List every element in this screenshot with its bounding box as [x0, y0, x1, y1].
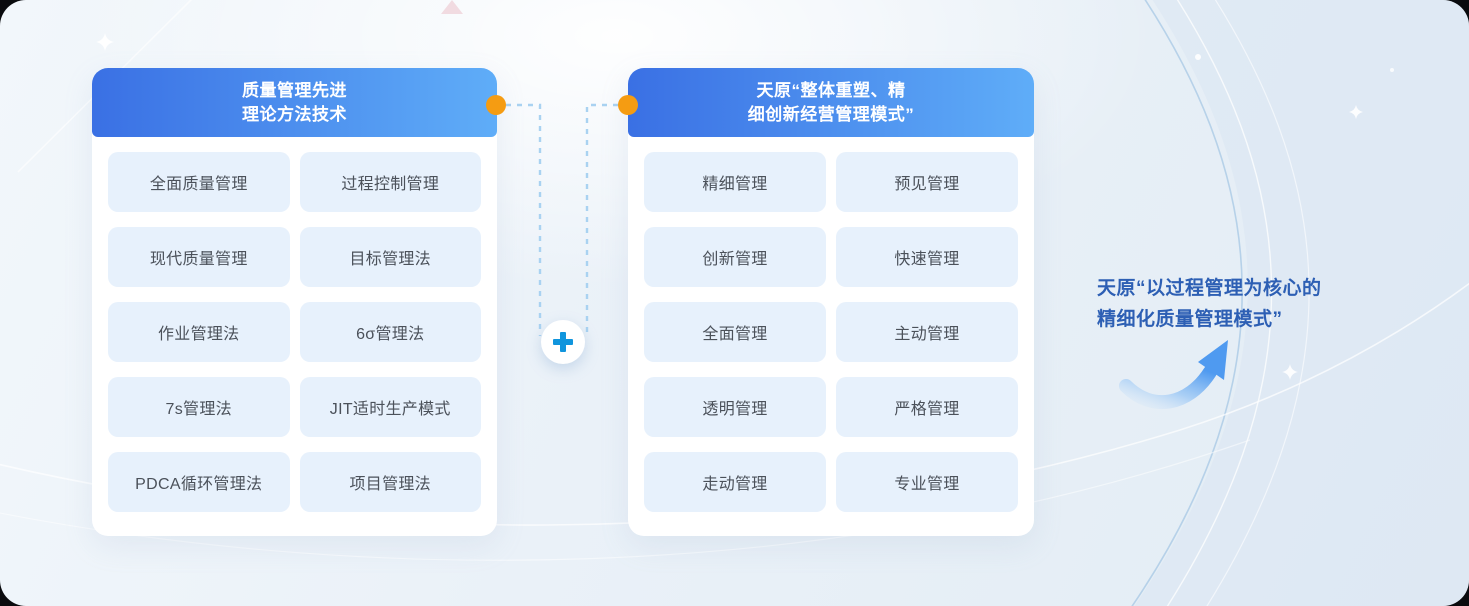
- theory-item-cell: 项目管理法: [299, 452, 481, 512]
- mode-panel: 天原“整体重塑、精 细创新经营管理模式” 精细管理 预见管理 创新管理 快速管理…: [628, 68, 1034, 536]
- mode-item-cell: 专业管理: [836, 452, 1018, 512]
- mode-item-cell: 快速管理: [836, 227, 1018, 287]
- mode-panel-grid: 精细管理 预见管理 创新管理 快速管理 全面管理 主动管理 透明管理 严格管理 …: [628, 137, 1034, 536]
- result-caption: 天原“以过程管理为核心的 精细化质量管理模式”: [1097, 273, 1377, 335]
- mode-item-cell: 精细管理: [644, 152, 826, 212]
- mode-item-cell: 透明管理: [644, 377, 826, 437]
- connector-dot-right: [618, 95, 638, 115]
- theory-item-cell: 过程控制管理: [299, 152, 481, 212]
- mode-item-cell: 创新管理: [644, 227, 826, 287]
- theory-item-cell: 7s管理法: [108, 377, 290, 437]
- result-caption-line1: 天原“以过程管理为核心的: [1097, 278, 1322, 299]
- theory-panel-grid: 全面质量管理 过程控制管理 现代质量管理 目标管理法 作业管理法 6σ管理法 7…: [92, 137, 497, 536]
- mode-item-cell: 主动管理: [836, 302, 1018, 362]
- theory-panel: 质量管理先进 理论方法技术 全面质量管理 过程控制管理 现代质量管理 目标管理法…: [92, 68, 497, 536]
- theory-panel-header: 质量管理先进 理论方法技术: [92, 68, 497, 137]
- theory-item-cell: 作业管理法: [108, 302, 290, 362]
- theory-item-cell: JIT适时生产模式: [299, 377, 481, 437]
- mode-item-cell: 全面管理: [644, 302, 826, 362]
- theory-item-cell: 全面质量管理: [108, 152, 290, 212]
- theory-item-cell: PDCA循环管理法: [108, 452, 290, 512]
- mode-panel-title-line1: 天原“整体重塑、精: [756, 80, 906, 100]
- mode-panel-header: 天原“整体重塑、精 细创新经营管理模式”: [628, 68, 1034, 137]
- theory-item-cell: 6σ管理法: [299, 302, 481, 362]
- theory-panel-title-line2: 理论方法技术: [242, 104, 347, 124]
- curved-arrow-icon: [1116, 328, 1252, 420]
- theory-panel-title-line1: 质量管理先进: [242, 80, 347, 100]
- theory-item-cell: 目标管理法: [299, 227, 481, 287]
- connector-dot-left: [486, 95, 506, 115]
- theory-item-cell: 现代质量管理: [108, 227, 290, 287]
- result-caption-line2: 精细化质量管理模式”: [1097, 309, 1283, 330]
- mode-panel-title-line2: 细创新经营管理模式”: [747, 104, 915, 124]
- plus-icon: [541, 320, 585, 364]
- mode-item-cell: 严格管理: [836, 377, 1018, 437]
- mode-item-cell: 走动管理: [644, 452, 826, 512]
- mode-item-cell: 预见管理: [836, 152, 1018, 212]
